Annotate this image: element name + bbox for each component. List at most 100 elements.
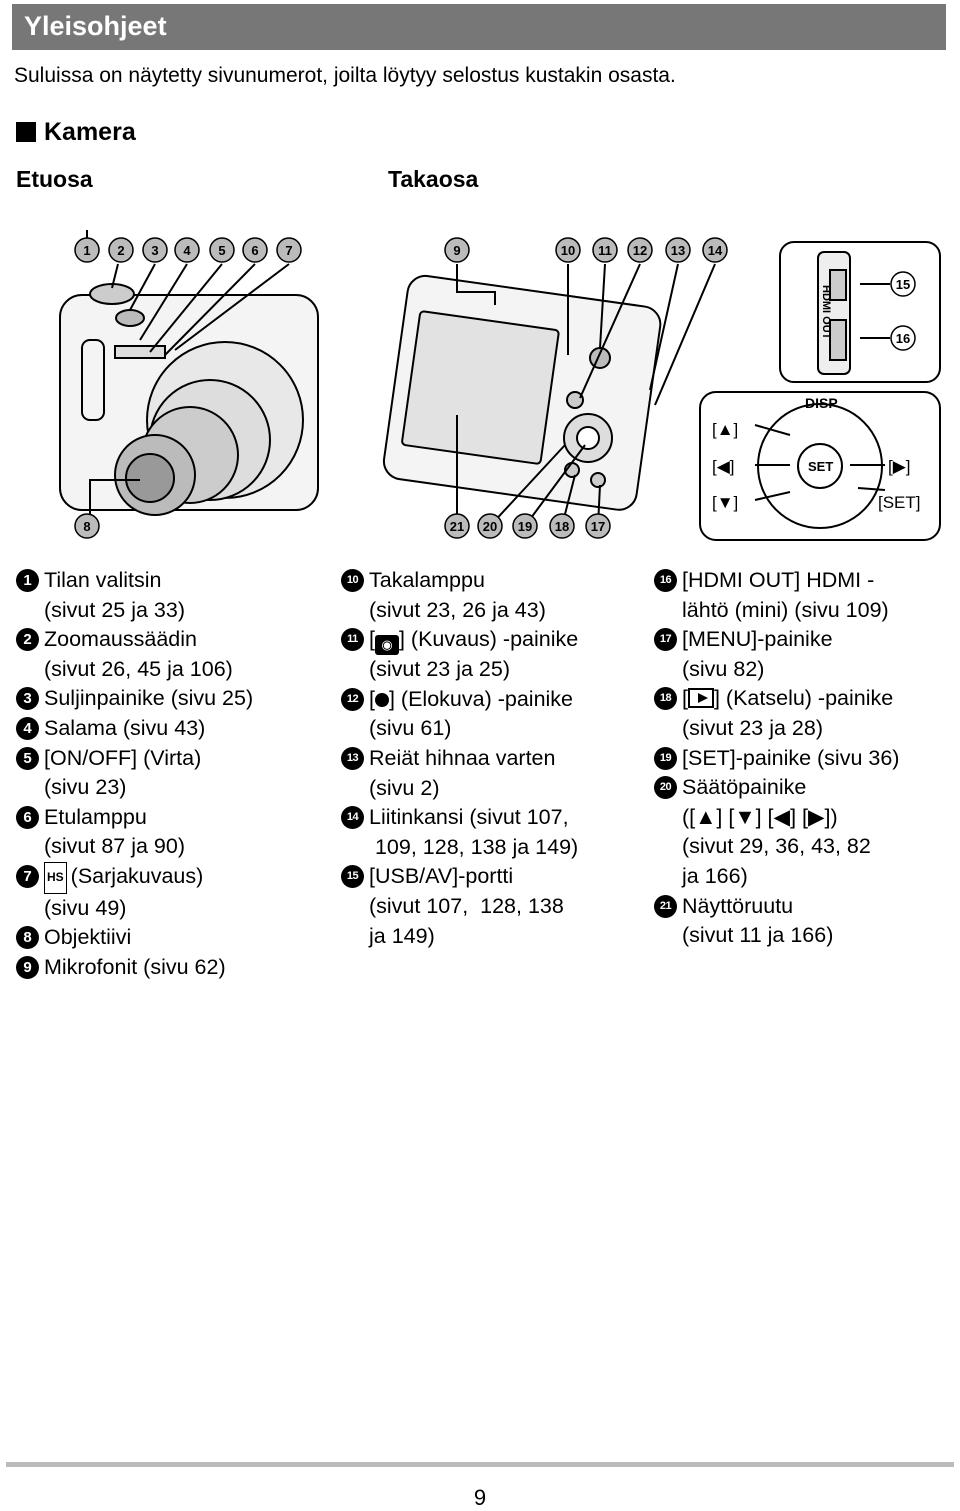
- record-dot-icon: [374, 692, 389, 707]
- callout-number: 11: [598, 243, 612, 258]
- callout-marker: [702, 237, 728, 263]
- callout-marker: [242, 237, 268, 263]
- item-description: Tilan valitsin(sivut 25 ja 33): [44, 568, 186, 622]
- callout-number: 7: [285, 243, 292, 258]
- callout-number: 12: [633, 243, 647, 258]
- callout-number: 16: [896, 331, 910, 346]
- item-description: HS(Sarjakuvaus)(sivu 49): [44, 861, 204, 920]
- back-label: Takaosa: [388, 166, 479, 192]
- item-description: [SET]-painike (sivu 36): [682, 745, 900, 770]
- item-description: Mikrofonit (sivu 62): [44, 954, 226, 979]
- item-number-badge: 14: [341, 806, 364, 830]
- front-label: Etuosa: [16, 166, 93, 192]
- item-number-badge: 6: [16, 805, 39, 829]
- left-key-label: [◀]: [712, 457, 735, 476]
- item-description: Salama (sivu 43): [44, 715, 206, 740]
- callout-marker: [627, 237, 653, 263]
- callout-marker: [444, 513, 470, 539]
- item-number-badge: 7: [16, 864, 39, 888]
- item-number-badge: 12: [341, 687, 364, 711]
- flash: [114, 345, 166, 359]
- item-number-badge: 9: [16, 955, 39, 979]
- callout-number: 21: [450, 519, 464, 534]
- callout-marker: [555, 237, 581, 263]
- item-number-badge: 4: [16, 716, 39, 740]
- set-button: [797, 443, 843, 489]
- playback-icon: [687, 688, 714, 709]
- set-label: SET: [808, 459, 833, 474]
- item-description: [] (Elokuva) -painike(sivu 61): [369, 686, 574, 741]
- callout-number: 14: [708, 243, 723, 258]
- set-key-label: [SET]: [878, 493, 921, 512]
- item-number-badge: 16: [654, 569, 677, 592]
- footer-divider: [6, 1462, 954, 1467]
- item-number-badge: 1: [16, 569, 39, 592]
- item-description: [ON/OFF] (Virta)(sivu 23): [44, 745, 202, 800]
- burst-shooting-icon: HS: [44, 861, 67, 894]
- callout-number: 5: [218, 243, 225, 258]
- page-title: Yleisohjeet: [24, 11, 167, 41]
- item-description: Zoomaussäädin(sivut 26, 45 ja 106): [44, 627, 233, 681]
- item-number-badge: 10: [341, 569, 364, 592]
- item-number-badge: 21: [654, 894, 677, 918]
- item-description: Takalamppu(sivut 23, 26 ja 43): [369, 568, 546, 622]
- item-description: Etulamppu(sivut 87 ja 90): [44, 804, 186, 859]
- item-description: [MENU]-painike(sivu 82): [682, 627, 833, 681]
- callout-marker: [592, 237, 618, 263]
- legend-item: 11[◉] (Kuvaus) -painike(sivut 23 ja 25): [341, 625, 578, 685]
- item-number-badge: 20: [654, 776, 677, 800]
- item-description: Liitinkansi (sivut 107, 109, 128, 138 ja…: [369, 805, 579, 859]
- page-header: Yleisohjeet: [12, 4, 946, 50]
- callout-marker: [74, 513, 100, 539]
- item-description: [◉] (Kuvaus) -painike(sivut 23 ja 25): [369, 627, 579, 682]
- legend-item: 16[HDMI OUT] HDMI -lähtö (mini) (sivu 10…: [654, 566, 899, 625]
- right-key-label: [▶]: [888, 457, 911, 476]
- up-key-label: [▲]: [712, 420, 738, 439]
- grip: [81, 339, 105, 421]
- item-number-badge: 2: [16, 628, 39, 652]
- callout-number: 15: [896, 277, 910, 292]
- hdmi-label: HDMI OUT: [820, 285, 832, 340]
- callout-number: 18: [555, 519, 569, 534]
- item-number-badge: 8: [16, 926, 39, 950]
- callout-number: 9: [453, 243, 460, 258]
- legend-item: 19[SET]-painike (sivu 36): [654, 744, 899, 774]
- item-number-badge: 11: [341, 628, 364, 652]
- callout-number: 6: [251, 243, 258, 258]
- item-description: Näyttöruutu(sivut 11 ja 166): [682, 893, 834, 948]
- legend-item: 17[MENU]-painike(sivu 82): [654, 625, 899, 684]
- item-number-badge: 3: [16, 687, 39, 711]
- square-bullet-icon: [16, 122, 36, 142]
- callout-number: 3: [151, 243, 158, 258]
- item-number-badge: 18: [654, 687, 677, 711]
- callout-marker: [890, 325, 916, 351]
- callout-marker: [549, 513, 575, 539]
- callout-number: 2: [117, 243, 124, 258]
- callout-marker: [665, 237, 691, 263]
- lcd-screen: [401, 310, 560, 465]
- callout-number: 17: [591, 519, 605, 534]
- item-number-badge: 13: [341, 746, 364, 770]
- item-description: [] (Katselu) -painike(sivut 23 ja 28): [682, 686, 894, 740]
- callout-marker: [585, 513, 611, 539]
- down-key-label: [▼]: [712, 493, 738, 512]
- callout-marker: [512, 513, 538, 539]
- callout-marker: [209, 237, 235, 263]
- callout-marker: [444, 237, 470, 263]
- callout-number: 4: [183, 243, 191, 258]
- callout-marker: [276, 237, 302, 263]
- legend-item: 18[] (Katselu) -painike(sivut 23 ja 28): [654, 684, 899, 743]
- item-description: Säätöpainike([▲] [▼] [◀] [▶])(sivut 29, …: [682, 775, 871, 888]
- callout-marker: [142, 237, 168, 263]
- callout-number: 10: [561, 243, 575, 258]
